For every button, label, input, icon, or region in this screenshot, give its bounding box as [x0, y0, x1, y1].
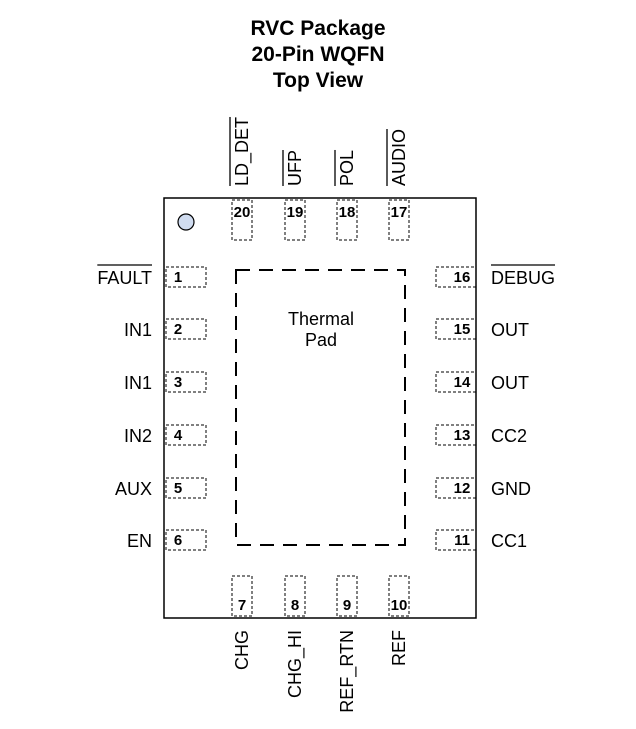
- pin-name-5: AUX: [115, 479, 152, 499]
- title-line-1: RVC Package: [250, 17, 386, 40]
- pin-number-14: 14: [454, 374, 471, 391]
- pin-name-13: CC2: [491, 426, 527, 446]
- pin-pad-7: [231, 575, 253, 617]
- pin-name-2: IN1: [124, 320, 152, 340]
- pin-name-6: EN: [127, 531, 152, 551]
- pin1-indicator: [177, 213, 195, 231]
- pin-number-6: 6: [174, 532, 182, 549]
- pin-name-4: IN2: [124, 426, 152, 446]
- pin-pad-10: [388, 575, 410, 617]
- pin-number-10: 10: [391, 597, 408, 614]
- pin-number-18: 18: [339, 204, 356, 221]
- pin-number-16: 16: [454, 269, 471, 286]
- pin-pad-3: [165, 371, 207, 393]
- pin-number-9: 9: [343, 597, 351, 614]
- pin-name-9: REF_RTN: [337, 630, 358, 713]
- pin-pad-15: [435, 318, 477, 340]
- pin-pad-12: [435, 477, 477, 499]
- pin-pad-9: [336, 575, 358, 617]
- pin-name-18: POL: [337, 150, 357, 186]
- pin-pad-16: [435, 266, 477, 288]
- pin-pad-6: [165, 529, 207, 551]
- pin-pad-19: [284, 199, 306, 241]
- pin-number-4: 4: [174, 427, 183, 444]
- pin-name-14: OUT: [491, 373, 529, 393]
- thermal-pad: [235, 269, 406, 546]
- package-outline: [163, 197, 477, 619]
- pin-number-12: 12: [454, 480, 471, 497]
- pin-pad-2: [165, 318, 207, 340]
- pin-name-1: FAULT: [97, 268, 152, 288]
- pin-pad-17: [388, 199, 410, 241]
- pin-number-7: 7: [238, 597, 246, 614]
- pin-number-15: 15: [454, 321, 471, 338]
- pin-number-5: 5: [174, 480, 182, 497]
- pin-number-8: 8: [291, 597, 299, 614]
- pin-name-20: LD_DET: [232, 117, 253, 186]
- thermal-pad-label-1: Thermal: [288, 309, 354, 329]
- pin-number-1: 1: [174, 269, 182, 286]
- pin-pad-18: [336, 199, 358, 241]
- thermal-pad-label-2: Pad: [305, 330, 337, 350]
- pin-name-11: CC1: [491, 531, 527, 551]
- pin-name-3: IN1: [124, 373, 152, 393]
- pin-number-2: 2: [174, 321, 182, 338]
- pin-name-19: UFP: [285, 150, 305, 186]
- pin-name-17: AUDIO: [389, 129, 409, 186]
- pin-pad-20: [231, 199, 253, 241]
- title-line-2: 20-Pin WQFN: [251, 43, 385, 66]
- pin-name-15: OUT: [491, 320, 529, 340]
- pin-number-11: 11: [454, 532, 470, 549]
- pin-number-20: 20: [234, 204, 251, 221]
- pin-number-19: 19: [287, 204, 304, 221]
- pin-name-7: CHG: [232, 630, 252, 670]
- pin-name-16: DEBUG: [491, 268, 555, 288]
- pin-pad-4: [165, 424, 207, 446]
- pin-pad-5: [165, 477, 207, 499]
- pin-pad-13: [435, 424, 477, 446]
- pin-name-8: CHG_HI: [285, 630, 306, 698]
- pin-pad-11: [435, 529, 477, 551]
- pin-number-3: 3: [174, 374, 182, 391]
- pin-name-12: GND: [491, 479, 531, 499]
- pin-pad-8: [284, 575, 306, 617]
- pin-name-10: REF: [389, 630, 409, 666]
- pin-pad-1: [165, 266, 207, 288]
- pin-number-17: 17: [391, 204, 408, 221]
- pin-pad-14: [435, 371, 477, 393]
- title-line-3: Top View: [272, 69, 364, 92]
- pin-number-13: 13: [454, 427, 471, 444]
